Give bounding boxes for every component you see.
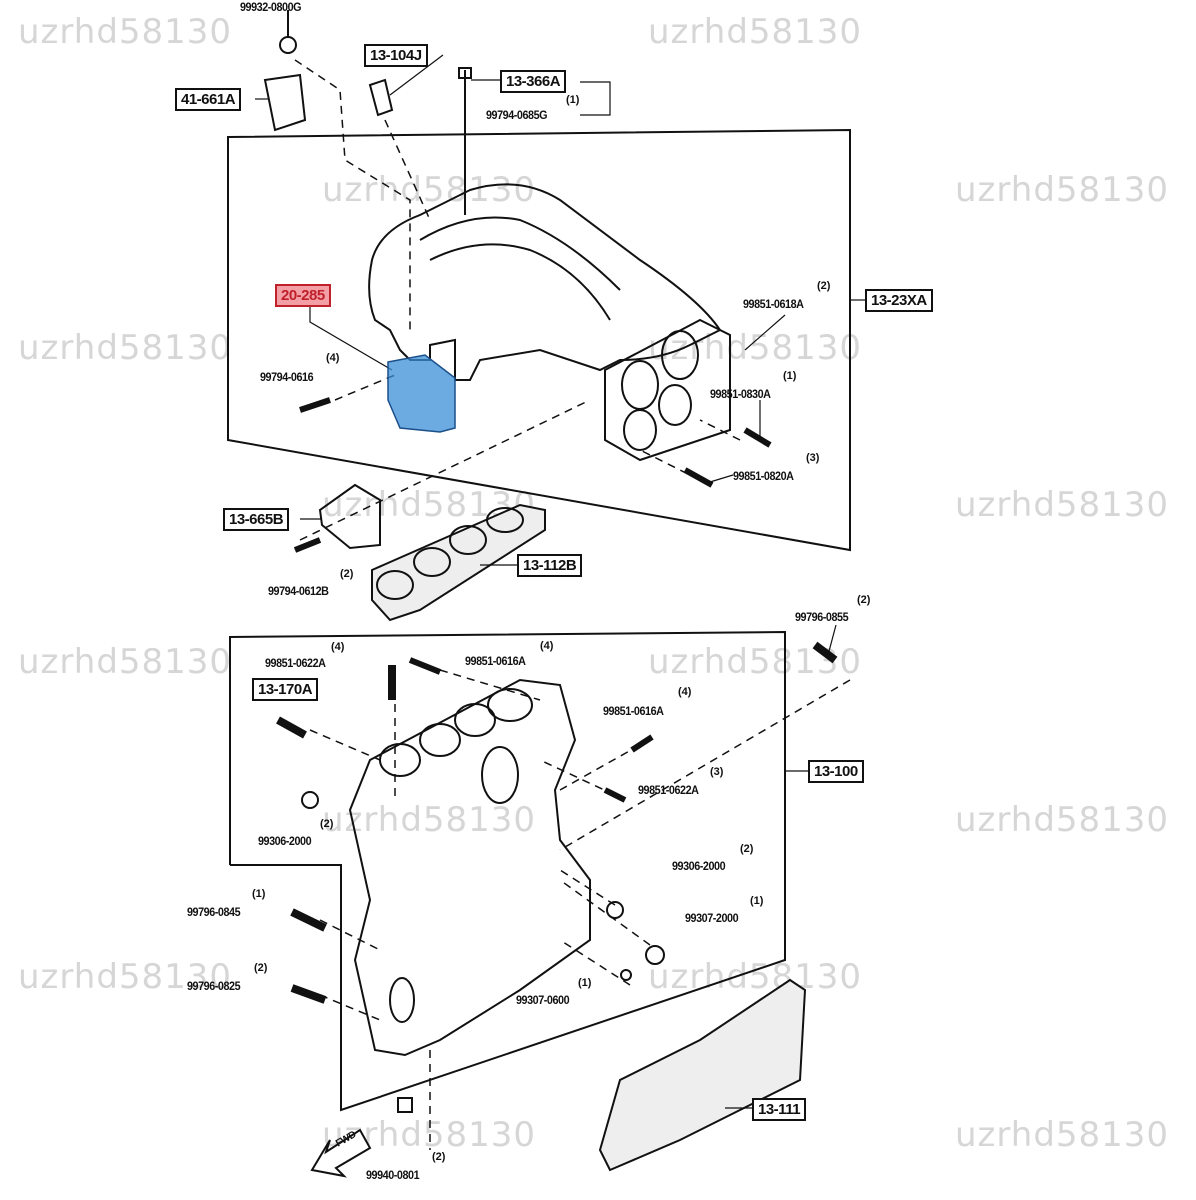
part-number: 99851-0622A	[638, 783, 699, 797]
callout-41-661A[interactable]: 41-661A	[175, 88, 242, 111]
callout-13-23XA[interactable]: 13-23XA	[865, 289, 933, 312]
part-number: 99851-0622A	[265, 656, 326, 670]
bolt-99796-0825	[290, 984, 327, 1004]
stud-99851-0820A	[683, 467, 714, 488]
part-number: 99796-0825	[187, 979, 241, 993]
plug-99307-2000	[645, 945, 665, 965]
plug-99307-0600	[620, 969, 632, 981]
part-qty: (2)	[340, 568, 354, 580]
watermark: uzrhd58130	[18, 12, 233, 52]
callout-20-285-highlighted[interactable]: 20-285	[275, 284, 331, 307]
part-qty: (2)	[432, 1151, 446, 1163]
watermark: uzrhd58130	[322, 170, 537, 210]
part-qty: (4)	[326, 352, 340, 364]
part-number: 99794-0616	[260, 370, 314, 384]
part-qty: (2)	[740, 843, 754, 855]
watermark: uzrhd58130	[18, 328, 233, 368]
highlighted-part-20-285	[387, 354, 456, 433]
stud-99851-0616A	[408, 657, 442, 675]
part-number: 99306-2000	[672, 859, 726, 873]
callout-13-111[interactable]: 13-111	[752, 1098, 807, 1121]
part-number: 99794-0612B	[268, 584, 329, 598]
part-number: 99306-2000	[258, 834, 312, 848]
part-qty: (4)	[678, 686, 692, 698]
throttle-flange	[604, 318, 731, 462]
part-qty: (2)	[320, 818, 334, 830]
callout-13-366A[interactable]: 13-366A	[500, 70, 567, 93]
part-number: 99851-0616A	[603, 704, 664, 718]
lower-intake-manifold	[348, 678, 591, 1057]
part-qty: (1)	[578, 977, 592, 989]
part-number: 99851-0616A	[465, 654, 526, 668]
part-number: 99307-2000	[685, 911, 739, 925]
plug-99306-2000	[301, 791, 319, 809]
hose-13-104J	[368, 78, 394, 117]
bolt-99796-0855	[812, 641, 838, 664]
callout-13-170A[interactable]: 13-170A	[252, 678, 319, 701]
stud-99851-0830A	[743, 427, 772, 448]
part-number: 99851-0820A	[733, 469, 794, 483]
gasket-13-112B	[371, 503, 546, 622]
watermark: uzrhd58130	[955, 1115, 1170, 1155]
part-qty: (2)	[254, 962, 268, 974]
plug-99306-2000-2	[606, 901, 624, 919]
part-qty: (1)	[566, 94, 580, 106]
part-number: 99940-0801	[366, 1168, 420, 1182]
gasket-13-111	[598, 978, 807, 1172]
nut-99940-0801	[397, 1097, 413, 1113]
bolt-99796-0845	[290, 908, 327, 932]
bracket-41-661A	[263, 73, 307, 132]
part-number: 99796-0855	[795, 610, 849, 624]
watermark: uzrhd58130	[18, 957, 233, 997]
watermark: uzrhd58130	[955, 485, 1170, 525]
callout-13-112B[interactable]: 13-112B	[517, 554, 583, 577]
upper-intake-manifold	[368, 183, 722, 381]
stud-99851-0622A-2	[603, 787, 627, 803]
upper-assembly-frame	[227, 128, 851, 552]
part-number: 99794-0685G	[486, 108, 548, 122]
part-number: 99851-0618A	[743, 297, 804, 311]
callout-13-104J[interactable]: 13-104J	[364, 44, 428, 67]
watermark: uzrhd58130	[322, 800, 537, 840]
stud-13-170A	[276, 716, 307, 739]
watermark: uzrhd58130	[18, 642, 233, 682]
part-qty: (1)	[750, 895, 764, 907]
part-qty: (1)	[252, 888, 266, 900]
bolt-99794-0616	[299, 397, 331, 413]
callout-13-100[interactable]: 13-100	[808, 760, 864, 783]
bracket-13-665B	[318, 483, 381, 550]
part-number: 99851-0830A	[710, 387, 771, 401]
bolt-99794-0612B	[293, 537, 322, 553]
part-number: 99307-0600	[516, 993, 570, 1007]
callout-13-665B[interactable]: 13-665B	[223, 508, 290, 531]
part-number: 99932-0800G	[240, 0, 302, 14]
watermark: uzrhd58130	[955, 800, 1170, 840]
fwd-arrow-icon	[310, 1128, 372, 1178]
part-qty: (3)	[806, 452, 820, 464]
watermark: uzrhd58130	[648, 12, 863, 52]
bolt-99932	[279, 36, 297, 54]
part-qty: (2)	[857, 594, 871, 606]
part-number: 99796-0845	[187, 905, 241, 919]
watermark: uzrhd58130	[648, 957, 863, 997]
watermark: uzrhd58130	[955, 170, 1170, 210]
part-qty: (1)	[783, 370, 797, 382]
lower-assembly-frame	[229, 630, 786, 1112]
stud-99851-0616A-2	[630, 734, 654, 753]
part-qty: (2)	[817, 280, 831, 292]
part-qty: (4)	[331, 641, 345, 653]
part-qty: (3)	[710, 766, 724, 778]
part-qty: (4)	[540, 640, 554, 652]
